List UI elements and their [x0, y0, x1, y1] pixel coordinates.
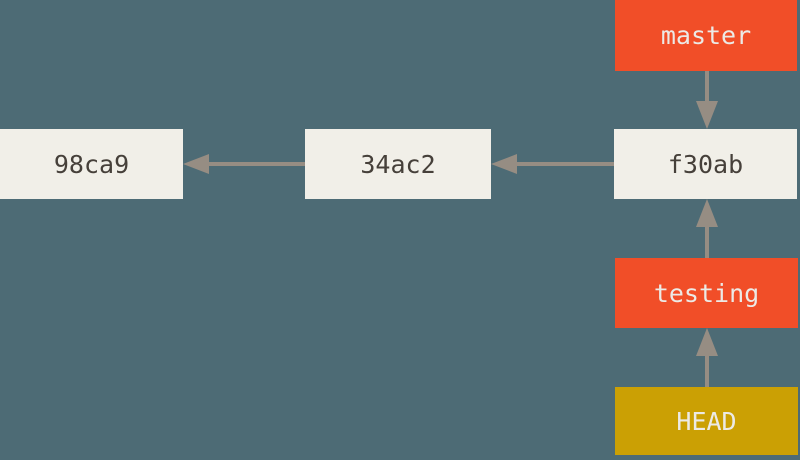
head-box: HEAD — [615, 387, 798, 455]
branch-box-testing: testing — [615, 258, 798, 328]
arrow-line-f30ab-to-34ac2 — [517, 162, 614, 166]
commit-box-f30ab: f30ab — [614, 129, 797, 199]
branch-box-master: master — [615, 0, 797, 71]
head-label: HEAD — [676, 406, 737, 436]
arrowhead-up-icon — [696, 199, 718, 227]
arrowhead-left-icon — [491, 154, 517, 174]
arrow-line-34ac2-to-98ca9 — [209, 162, 305, 166]
arrow-line-testing-to-f30ab — [705, 227, 709, 258]
commit-box-34ac2: 34ac2 — [305, 129, 491, 199]
arrowhead-down-icon — [696, 101, 718, 129]
arrowhead-left-icon — [183, 154, 209, 174]
branch-name-label: testing — [653, 278, 760, 308]
commit-hash-label: 34ac2 — [360, 149, 436, 179]
commit-box-98ca9: 98ca9 — [0, 129, 183, 199]
commit-hash-label: f30ab — [667, 149, 744, 179]
arrow-line-head-to-testing — [705, 356, 709, 387]
commit-hash-label: 98ca9 — [53, 149, 130, 179]
arrowhead-up-icon — [696, 328, 718, 356]
branch-name-label: master — [660, 21, 752, 50]
arrow-line-master-to-f30ab — [705, 71, 709, 101]
